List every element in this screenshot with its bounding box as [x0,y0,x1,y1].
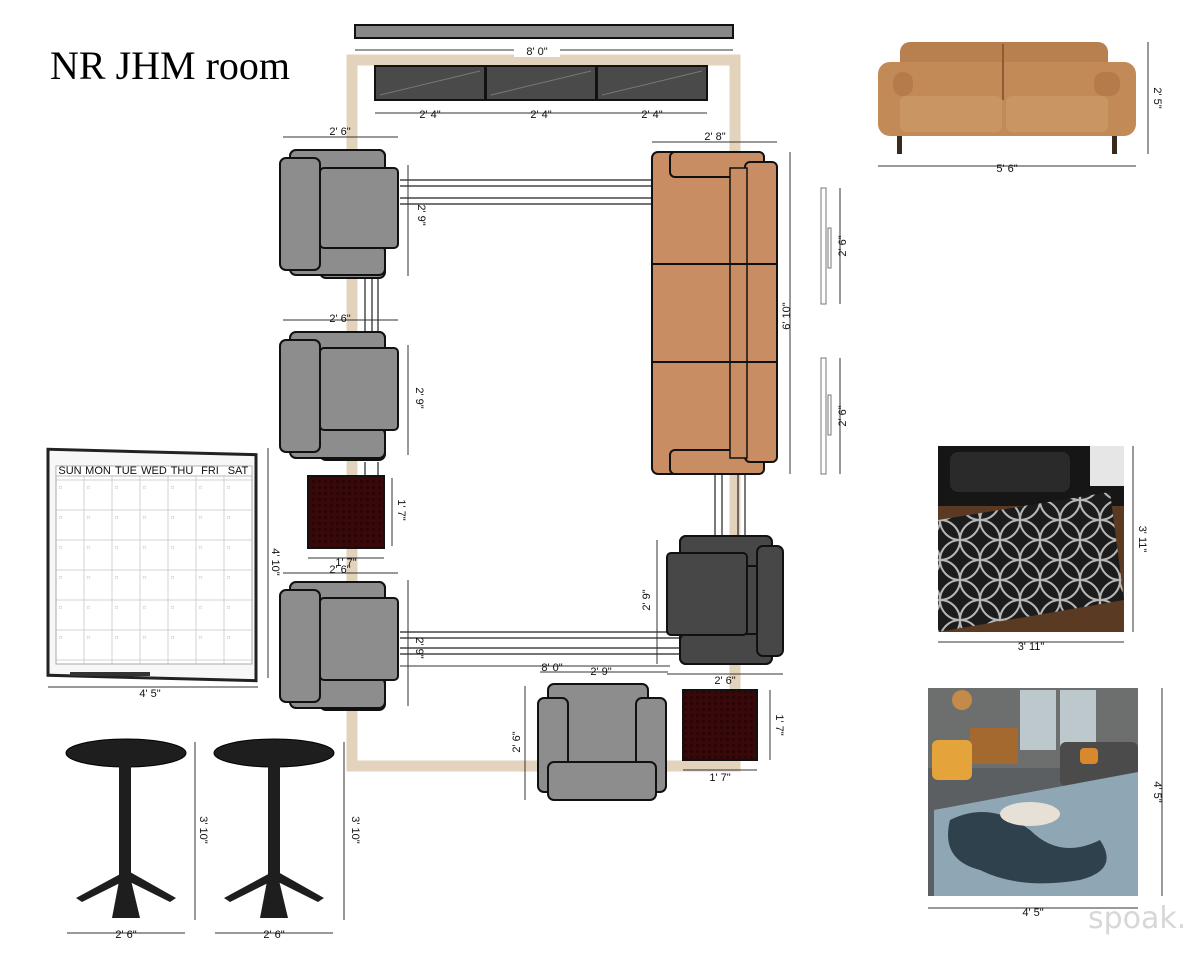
rug-front-dim: 8' 0" [541,662,562,674]
rug-photo-1[interactable] [938,446,1124,632]
cabinet-row[interactable] [374,65,708,101]
rug2-height-dim: 4' 5" [1151,781,1163,802]
page-title: NR JHM room [50,43,290,88]
front-armchair[interactable] [537,683,667,801]
chair1-depth-dim: 2' 9" [415,204,427,225]
side-table-left-h-dim: 1' 7" [395,499,407,520]
sofa-length-dim: 6' 10" [781,302,793,330]
side-table-right-w-dim: 1' 7" [709,772,730,784]
calendar-day-wed: WED [141,465,167,477]
whiteboard-width-dim: 4' 5" [139,688,160,700]
connector-lines [364,179,746,655]
wall-item-2-dim: 2' 6" [837,405,849,426]
calendar-day-sun: SUN [58,465,81,477]
cabinet-1-dim: 2' 4" [419,109,440,121]
wall-item-1[interactable] [820,187,827,305]
gray-armchair-2[interactable] [279,331,399,461]
sofa-photo-width-dim: 5' 6" [996,163,1017,175]
wall-item-2[interactable] [820,357,827,475]
room-side-dim: 3' 10" [349,816,361,844]
gray-armchair-3[interactable] [279,581,399,711]
side-table-right-h-dim: 1' 7" [773,714,785,735]
gray-armchair-1[interactable] [279,149,399,279]
whiteboard-height-dim: 4' 10" [269,548,281,576]
front-chair-depth-dim: 2' 6" [511,731,523,752]
side-table-left-w-dim: 1' 7" [335,557,356,569]
calendar-day-headers: SUN MON TUE WED THU FRI SAT [58,465,248,477]
tv-dim-label: 8' 0" [526,46,547,58]
calendar-day-fri: FRI [201,465,219,477]
table1-height-dim: 3' 10" [197,816,209,844]
chair2-depth-dim: 2' 9" [413,387,425,408]
table1-width-dim: 2' 6" [115,929,136,941]
rug2-width-dim: 4' 5" [1022,907,1043,919]
bar-table-1[interactable] [65,738,187,918]
dark-chair-depth-dim: 2' 9" [641,589,653,610]
calendar-day-sat: SAT [228,465,249,477]
tv-bar[interactable] [354,24,734,39]
calendar-day-thu: THU [171,465,194,477]
chair2-width-dim: 2' 6" [329,313,350,325]
tv-dim-bg [514,45,560,57]
side-table-right[interactable] [682,689,758,761]
table2-width-dim: 2' 6" [263,929,284,941]
rug1-height-dim: 3' 11" [1136,526,1148,553]
calendar-day-mon: MON [85,465,111,477]
dark-armchair[interactable] [666,535,784,665]
cabinet-2-dim: 2' 4" [530,109,551,121]
rug1-width-dim: 3' 11" [1018,641,1045,653]
side-table-left[interactable] [307,475,385,549]
chair1-width-dim: 2' 6" [329,126,350,138]
front-chair-width-dim: 2' 9" [590,666,611,678]
cabinet-3[interactable] [596,65,708,101]
rug-photo-2[interactable] [928,688,1138,896]
calendar-day-tue: TUE [115,465,137,477]
chair3-width-dim: 2' 6" [329,564,350,576]
sofa-depth-dim: 2' 8" [704,131,725,143]
bar-table-2[interactable] [213,738,335,918]
cabinet-3-dim: 2' 4" [641,109,662,121]
chair3-depth-dim: 2' 9" [413,637,425,658]
sofa-photo[interactable] [878,42,1136,154]
spoak-watermark: spoak. [1088,901,1186,936]
whiteboard-calendar[interactable] [46,447,258,683]
sofa-top-view[interactable] [651,151,778,475]
sofa-photo-height-dim: 2' 5" [1151,87,1163,108]
dark-chair-width-dim: 2' 6" [714,675,735,687]
wall-item-1-dim: 2' 6" [837,235,849,256]
